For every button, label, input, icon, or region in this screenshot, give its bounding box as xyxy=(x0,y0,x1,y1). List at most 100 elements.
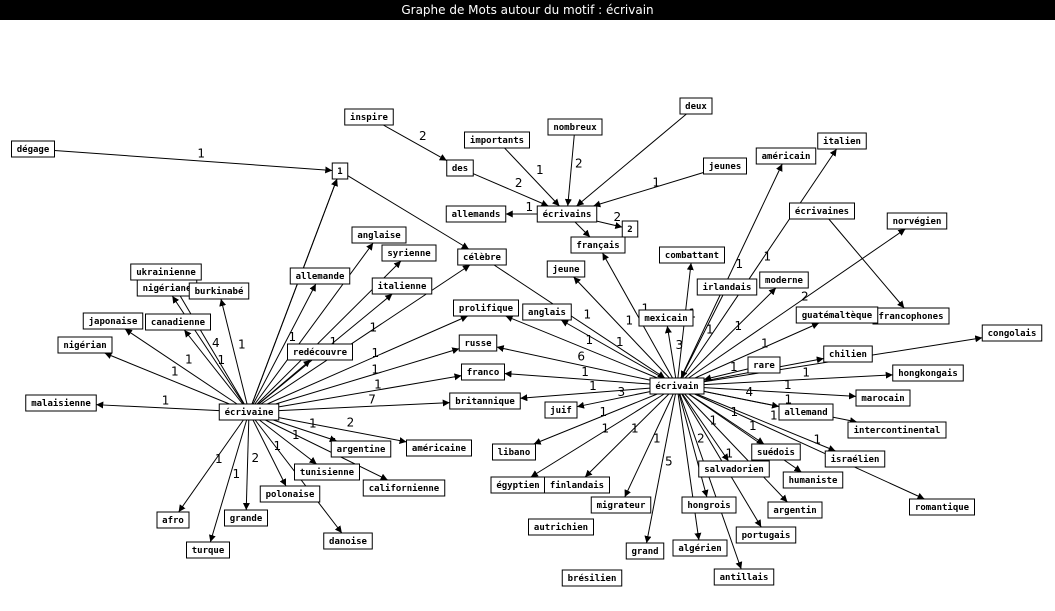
graph-node[interactable]: britannique xyxy=(449,392,521,410)
graph-node[interactable]: suédois xyxy=(751,443,801,461)
graph-node[interactable]: migrateur xyxy=(590,496,652,514)
graph-node[interactable]: écrivains xyxy=(536,205,598,223)
graph-node[interactable]: grand xyxy=(625,542,665,560)
graph-node[interactable]: hongrois xyxy=(681,496,737,514)
graph-node[interactable]: allemand xyxy=(778,403,834,421)
graph-node[interactable]: argentin xyxy=(767,501,823,519)
graph-node[interactable]: nombreux xyxy=(547,118,603,136)
graph-node[interactable]: chilien xyxy=(823,345,873,363)
graph-node[interactable]: mexicain xyxy=(638,309,694,327)
graph-node[interactable]: américaine xyxy=(406,439,472,457)
graph-node[interactable]: nigériane xyxy=(136,279,198,297)
graph-node[interactable]: burkinabé xyxy=(188,282,250,300)
graph-node[interactable]: polonaise xyxy=(259,485,321,503)
graph-node[interactable]: syrienne xyxy=(381,244,437,262)
graph-node[interactable]: redécouvre xyxy=(287,343,353,361)
graph-node[interactable]: prolifique xyxy=(453,299,519,317)
node-label: 1 xyxy=(337,167,342,177)
graph-node[interactable]: portugais xyxy=(735,526,797,544)
graph-node[interactable]: israélien xyxy=(824,450,886,468)
graph-node[interactable]: jeune xyxy=(546,260,586,278)
graph-node[interactable]: francophones xyxy=(872,307,950,325)
graph-node[interactable]: 1 xyxy=(331,162,349,180)
edge-ecrivain-finlandais xyxy=(584,393,670,478)
edge-ecrivaine-russe xyxy=(275,347,460,405)
edge-weight-label: 1 xyxy=(616,335,624,349)
graph-node[interactable]: jeunes xyxy=(703,157,747,175)
graph-node[interactable]: afro xyxy=(156,511,190,529)
edge-ecrivaine-burkinabe xyxy=(219,298,248,405)
graph-node[interactable]: ukrainienne xyxy=(130,263,202,281)
node-box xyxy=(287,343,353,361)
graph-node[interactable]: californienne xyxy=(362,479,446,497)
graph-node[interactable]: autrichien xyxy=(528,518,594,536)
graph-node[interactable]: italienne xyxy=(371,277,433,295)
graph-node[interactable]: écrivaines xyxy=(789,202,855,220)
graph-node[interactable]: intercontinental xyxy=(847,421,947,439)
graph-node[interactable]: 2 xyxy=(621,220,639,238)
graph-node[interactable]: humaniste xyxy=(782,471,844,489)
graph-node[interactable]: grande xyxy=(224,509,268,527)
graph-node[interactable]: guatémaltèque xyxy=(795,306,879,324)
graph-node[interactable]: algérien xyxy=(672,539,728,557)
graph-node[interactable]: romantique xyxy=(909,498,975,516)
node-box xyxy=(406,439,472,457)
graph-node[interactable]: congolais xyxy=(981,324,1043,342)
graph-node[interactable]: écrivaine xyxy=(218,403,280,421)
graph-node[interactable]: russe xyxy=(458,334,498,352)
graph-node[interactable]: inspire xyxy=(344,108,394,126)
graph-node[interactable]: danoise xyxy=(323,532,373,550)
graph-node[interactable]: anglais xyxy=(522,303,572,321)
graph-node[interactable]: brésilien xyxy=(561,569,623,587)
graph-node[interactable]: moderne xyxy=(759,271,809,289)
edge-weight-label: 1 xyxy=(581,365,589,379)
node-box xyxy=(713,568,775,586)
graph-node[interactable]: écrivain xyxy=(649,377,705,395)
graph-node[interactable]: marocain xyxy=(855,389,911,407)
node-box xyxy=(679,97,713,115)
graph-node[interactable]: argentine xyxy=(330,440,392,458)
graph-node[interactable]: dégage xyxy=(11,140,55,158)
node-box xyxy=(457,248,507,266)
graph-node[interactable]: français xyxy=(570,236,626,254)
node-label: importants xyxy=(470,135,524,146)
graph-node[interactable]: franco xyxy=(461,363,505,381)
graph-node[interactable]: anglaise xyxy=(351,226,407,244)
graph-node[interactable]: tunisienne xyxy=(294,463,360,481)
edge-ecrivain-grand xyxy=(644,393,676,544)
graph-node[interactable]: des xyxy=(446,159,474,177)
edge-weight-label: 1 xyxy=(653,432,661,446)
node-box xyxy=(621,220,639,238)
edge-weight-label: 1 xyxy=(536,163,544,177)
edge-weight-label: 1 xyxy=(292,428,300,442)
graph-node[interactable]: antillais xyxy=(713,568,775,586)
graph-node[interactable]: américain xyxy=(755,147,817,165)
graph-node[interactable]: hongkongais xyxy=(892,364,964,382)
graph-node[interactable]: importants xyxy=(464,131,530,149)
graph-node[interactable]: finlandais xyxy=(544,476,610,494)
graph-node[interactable]: juif xyxy=(544,401,578,419)
graph-node[interactable]: libano xyxy=(492,443,536,461)
graph-node[interactable]: allemands xyxy=(445,205,507,223)
graph-node[interactable]: égyptien xyxy=(490,476,546,494)
graph-node[interactable]: deux xyxy=(679,97,713,115)
node-label: autrichien xyxy=(534,522,588,533)
node-box xyxy=(886,212,948,230)
graph-node[interactable]: italien xyxy=(817,132,867,150)
graph-node[interactable]: japonaise xyxy=(82,312,144,330)
node-box xyxy=(747,356,781,374)
graph-node[interactable]: salvadorien xyxy=(698,460,770,478)
node-label: argentine xyxy=(337,444,386,455)
graph-node[interactable]: irlandais xyxy=(696,278,758,296)
graph-node[interactable]: nigérian xyxy=(57,336,113,354)
graph-node[interactable]: combattant xyxy=(659,246,725,264)
graph-node[interactable]: allemande xyxy=(289,267,351,285)
graph-node[interactable]: norvégien xyxy=(886,212,948,230)
graph-node[interactable]: turque xyxy=(186,541,230,559)
graph-node[interactable]: célèbre xyxy=(457,248,507,266)
graph-node[interactable]: rare xyxy=(747,356,781,374)
node-box xyxy=(561,569,623,587)
graph-node[interactable]: canadienne xyxy=(145,313,211,331)
graph-node[interactable]: malaisienne xyxy=(25,394,97,412)
node-box xyxy=(156,511,190,529)
